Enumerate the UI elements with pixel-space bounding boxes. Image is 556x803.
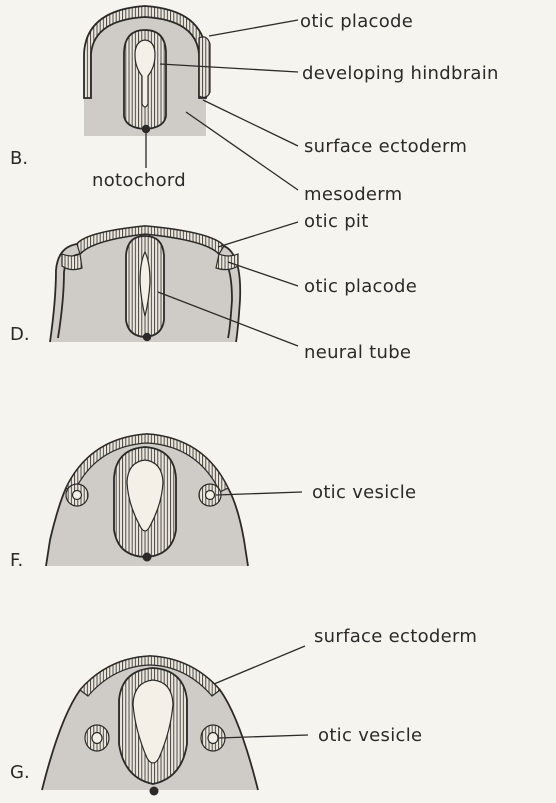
panel-g-surface-ectoderm-label: surface ectoderm xyxy=(314,626,477,647)
panel-g-letter: G. xyxy=(10,762,30,783)
panel-d-letter: D. xyxy=(10,324,30,345)
panel-g-otic-vesicle-left xyxy=(85,725,109,751)
panel-d-neural-tube-label: neural tube xyxy=(304,342,411,363)
panel-d: D. otic pit otic placode neural tube xyxy=(10,211,417,363)
panel-d-otic-placode-left xyxy=(62,254,82,270)
panel-f-section xyxy=(46,434,248,566)
panel-b-otic-placode-leader xyxy=(209,20,298,36)
panel-g-notochord xyxy=(150,787,159,796)
panel-d-otic-placode-right xyxy=(216,254,238,270)
panel-g-section xyxy=(42,656,258,796)
panel-g-surface-ectoderm-leader xyxy=(214,646,305,684)
panel-d-section xyxy=(50,226,240,342)
panel-b-mesoderm-label: mesoderm xyxy=(304,184,403,205)
panel-d-otic-placode-label: otic placode xyxy=(304,276,417,297)
panel-b-notochord xyxy=(142,125,150,133)
panel-f-notochord xyxy=(143,553,152,562)
panel-b-mesoderm-leader xyxy=(186,112,298,190)
panel-f-otic-vesicle-label: otic vesicle xyxy=(312,482,416,503)
panel-d-otic-pit-leader xyxy=(218,222,298,247)
panel-b-notochord-label: notochord xyxy=(92,170,186,191)
panel-b-surface-ectoderm-leader xyxy=(203,100,298,146)
panel-f: F. otic vesicle xyxy=(10,434,416,571)
panel-b-otic-placode-label: otic placode xyxy=(300,11,413,32)
panel-f-otic-vesicle-left xyxy=(66,484,88,506)
panel-b-section xyxy=(84,6,210,136)
panel-d-notochord xyxy=(143,333,151,341)
panel-g: G. surface ectoderm otic vesicle xyxy=(10,626,477,796)
panel-d-otic-pit-label: otic pit xyxy=(304,211,369,232)
panel-f-letter: F. xyxy=(10,550,23,571)
panel-b-hindbrain-label: developing hindbrain xyxy=(302,63,499,84)
panel-b: B. otic placode developing hindbrain sur… xyxy=(10,6,499,205)
panel-b-letter: B. xyxy=(10,148,28,169)
panel-b-surface-ectoderm-label: surface ectoderm xyxy=(304,136,467,157)
panel-g-otic-vesicle-label: otic vesicle xyxy=(318,725,422,746)
